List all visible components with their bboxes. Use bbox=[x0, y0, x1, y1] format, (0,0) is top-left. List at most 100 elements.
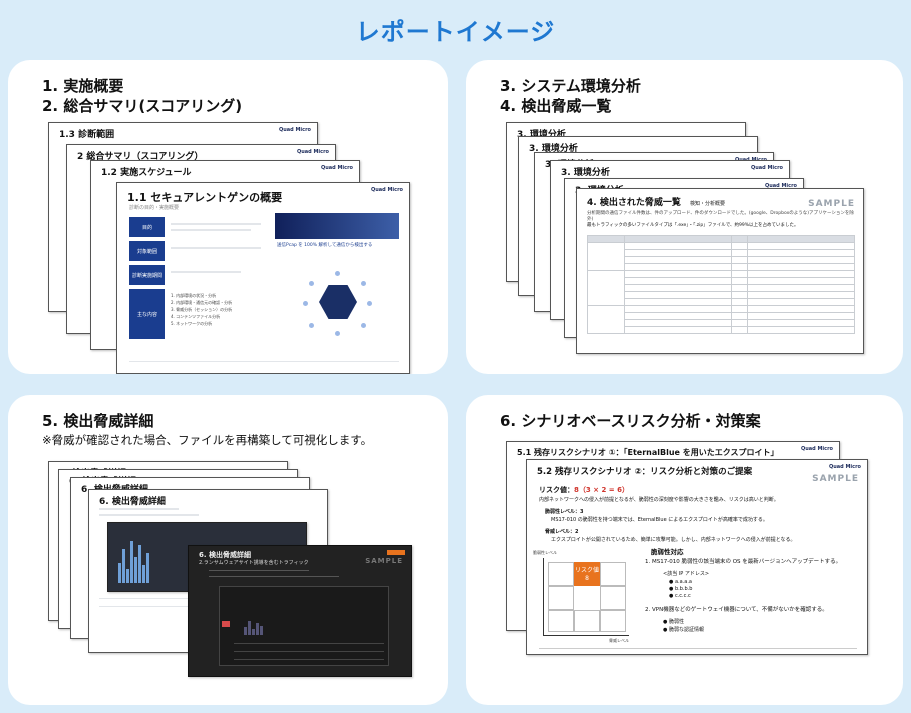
threat-table bbox=[586, 235, 855, 334]
sheet-title: 1.2 実施スケジュール bbox=[101, 168, 192, 178]
node-dot bbox=[303, 301, 308, 306]
list-item: 5. ネットワークの分析 bbox=[171, 321, 213, 326]
matrix-cell bbox=[600, 610, 626, 632]
card-note: ※脅威が確認された場合、ファイルを再構築して可視化します。 bbox=[42, 433, 373, 447]
heading-line-1: 3. システム環境分析 bbox=[500, 77, 641, 95]
sheet-title: 1.3 診断範囲 bbox=[59, 130, 115, 140]
matrix-cell bbox=[548, 562, 574, 586]
ip-c: ● c.c.c.c bbox=[669, 593, 691, 599]
card-heading: 3. システム環境分析 4. 検出脅威一覧 bbox=[500, 76, 641, 116]
orange-tag bbox=[387, 550, 405, 555]
sub-item-2: ● 脆弱な認証情報 bbox=[663, 627, 704, 633]
sheet-title: 3. 環境分析 bbox=[517, 130, 566, 140]
core-hexagon bbox=[319, 285, 357, 319]
traffic-bars bbox=[244, 615, 263, 635]
sheet-title: 3. 環境分析 bbox=[561, 168, 610, 178]
sub-item-1: ● 脆弱性 bbox=[663, 619, 684, 625]
text-line bbox=[171, 271, 241, 273]
risk-cell-value: 8 bbox=[585, 575, 589, 582]
matrix-cell bbox=[600, 562, 626, 586]
sheet-title: 2 総合サマリ（スコアリング） bbox=[77, 152, 204, 162]
sheet-title: 5.1 残存リスクシナリオ ①：「EternalBlue を用いたエクスプロイト… bbox=[517, 448, 779, 457]
box-purpose: 目的 bbox=[129, 217, 165, 237]
footer-line bbox=[129, 361, 399, 362]
sheet-title-suffix: 検知・分析概要 bbox=[689, 201, 725, 207]
text-line bbox=[99, 514, 199, 516]
ip-b: ● b.b.b.b bbox=[669, 586, 693, 592]
sheet-title: 5.2 残存リスクシナリオ ②：リスク分析と対策のご提案 bbox=[537, 467, 753, 477]
heading-line-1: 1. 実施概要 bbox=[42, 77, 124, 95]
matrix-cell bbox=[600, 586, 626, 610]
counter-2: 2. VPN機器などのゲートウェイ機器について、不備がないかを確認する。 bbox=[645, 607, 828, 613]
logo: Quad Micro bbox=[278, 127, 311, 133]
logo: Quad Micro bbox=[750, 165, 783, 171]
heading-line-2: 4. 検出脅威一覧 bbox=[500, 97, 612, 115]
threat-level: 脅威レベル：2 bbox=[545, 529, 579, 535]
card-heading: 5. 検出脅威詳細 bbox=[42, 412, 154, 430]
matrix-cell bbox=[548, 586, 574, 610]
counter-title: 脆弱性対応 bbox=[651, 548, 684, 556]
report-card-overview: 1. 実施概要 2. 総合サマリ(スコアリング) 1.3 診断範囲 Quad M… bbox=[8, 60, 448, 374]
vuln-desc: MS17-010 の脆弱性を持つ端末では、EternalBlue によるエクスプ… bbox=[551, 517, 768, 523]
sheet-threat-list: 4. 検出された脅威一覧 検知・分析概要 SAMPLE 分析期間の通信ファイル件… bbox=[576, 188, 864, 354]
ip-value: c.c.c.c bbox=[674, 593, 691, 599]
risk-cell: リスク値 8 bbox=[574, 562, 600, 586]
logo: Quad Micro bbox=[370, 187, 403, 193]
node-dot bbox=[335, 331, 340, 336]
sheet-dark-detail: 6. 検出脅威詳細 2.ランサムウェアサイト誘導を含むトラフィック SAMPLE bbox=[188, 545, 412, 677]
sheet-title: 1.1 セキュアレントゲンの概要 bbox=[127, 191, 283, 204]
list-item: 2. 内部環境・通信元の確認・分析 bbox=[171, 300, 233, 305]
list-item: 4. コンテンツファイル分析 bbox=[171, 314, 221, 319]
ip-a: ● a.a.a.a bbox=[669, 579, 692, 585]
report-card-scenario-risk: 6. シナリオベースリスク分析・対策案 5.1 残存リスクシナリオ ①：「Ete… bbox=[466, 395, 903, 705]
matrix-cell bbox=[548, 610, 574, 632]
logo: Quad Micro bbox=[800, 446, 833, 452]
risk-label: リスク値： bbox=[539, 486, 574, 494]
node-dot bbox=[335, 271, 340, 276]
text-line bbox=[99, 508, 179, 510]
row-line bbox=[234, 659, 384, 660]
ip-value: b.b.b.b bbox=[674, 586, 693, 592]
list-item: 3. 脅威分析（セッション）の分析 bbox=[171, 307, 233, 312]
sheet-1-1-main: 1.1 セキュアレントゲンの概要 Quad Micro 診断の目的・実施概要 目… bbox=[116, 182, 410, 374]
list-item: 1. 内部環境の状況・分析 bbox=[171, 293, 217, 298]
row-line bbox=[234, 643, 384, 644]
footer-line bbox=[539, 648, 857, 649]
vuln-level: 脆弱性レベル：3 bbox=[545, 509, 584, 515]
risk-desc: 内部ネットワークへの侵入が前提となるが、脆弱性の深刻度や影響の大きさを鑑み、リス… bbox=[539, 497, 779, 503]
sheet-title: 3. 環境分析 bbox=[529, 144, 578, 154]
banner-caption: 送信Pcap を 100% 解析して通信から検出する bbox=[277, 243, 373, 248]
sheet-title: 6. 検出脅威詳細 bbox=[99, 497, 166, 507]
node-dot bbox=[361, 281, 366, 286]
threat-desc: エクスプロイトが公開されているため、簡単に攻撃可能。しかし、内部ネットワークへの… bbox=[551, 537, 796, 543]
matrix-ylabel: 脆弱性レベル bbox=[533, 550, 557, 555]
report-card-environment: 3. システム環境分析 4. 検出脅威一覧 3. 環境分析 3. 環境分析 3.… bbox=[466, 60, 903, 374]
sub-text: 脆弱性 bbox=[668, 619, 684, 625]
sheet-scenario-2: 5.2 残存リスクシナリオ ②：リスク分析と対策のご提案 Quad Micro … bbox=[526, 459, 868, 655]
text-line bbox=[171, 247, 261, 249]
ip-value: a.a.a.a bbox=[674, 579, 692, 585]
node-dot bbox=[367, 301, 372, 306]
sheet-title: 6. 検出脅威詳細 bbox=[199, 551, 251, 559]
alert-marker bbox=[222, 621, 230, 627]
counter-1: 1. MS17-010 脆弱性の該当端末の OS を最新バージョンへアップデート… bbox=[645, 559, 842, 565]
matrix-xlabel: 脅威レベル bbox=[609, 638, 629, 643]
ip-label: <該当 IP アドレス> bbox=[663, 571, 710, 577]
risk-matrix: リスク値 8 bbox=[543, 558, 629, 636]
card-heading: 6. シナリオベースリスク分析・対策案 bbox=[500, 412, 761, 430]
text-line bbox=[171, 223, 261, 225]
risk-value-line: リスク値：8（3 × 2 = 6） bbox=[539, 486, 629, 494]
risk-cell-label: リスク値 bbox=[574, 567, 599, 574]
logo: Quad Micro bbox=[320, 165, 353, 171]
dark-screenshot bbox=[219, 586, 389, 666]
sheet-title-main: 4. 検出された脅威一覧 bbox=[587, 198, 681, 208]
row-line bbox=[234, 651, 384, 652]
matrix-cell bbox=[574, 610, 600, 632]
sample-watermark: SAMPLE bbox=[365, 557, 403, 565]
sheet-title: 4. 検出された脅威一覧 検知・分析概要 bbox=[587, 195, 725, 208]
box-period: 診断実施期間 bbox=[129, 265, 165, 285]
page-title: レポートイメージ bbox=[355, 18, 556, 46]
box-scope: 対象範囲 bbox=[129, 241, 165, 261]
node-dot bbox=[309, 323, 314, 328]
sub-text: 脆弱な認証情報 bbox=[668, 627, 704, 633]
